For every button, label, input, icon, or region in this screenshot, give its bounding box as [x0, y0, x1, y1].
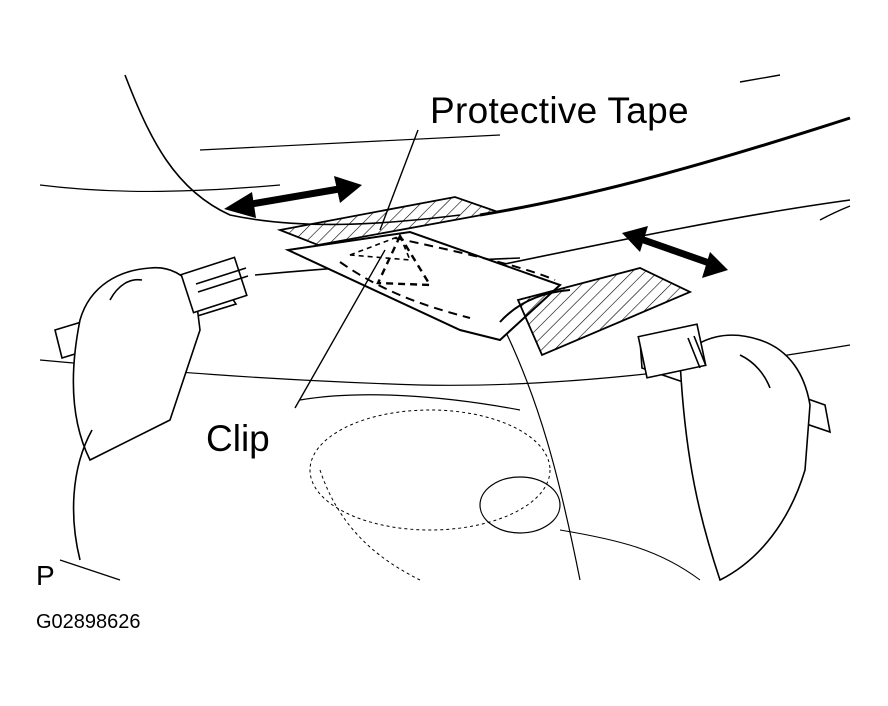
view-code-label: P [36, 560, 55, 591]
clip-label: Clip [206, 418, 270, 459]
roof-molding-plate [284, 230, 562, 342]
right-hand-illustration [637, 323, 832, 582]
slide-arrow-right-icon [622, 226, 728, 278]
left-hand-illustration [54, 256, 249, 561]
protective-tape-label: Protective Tape [430, 90, 689, 131]
figure-id-label: G02898626 [36, 611, 141, 633]
car-body-outline [39, 74, 851, 581]
protective-tape-lower [499, 267, 693, 357]
slide-arrow-left-icon [224, 176, 362, 218]
protective-tape-upper [276, 196, 502, 246]
leader-lines [294, 129, 419, 409]
